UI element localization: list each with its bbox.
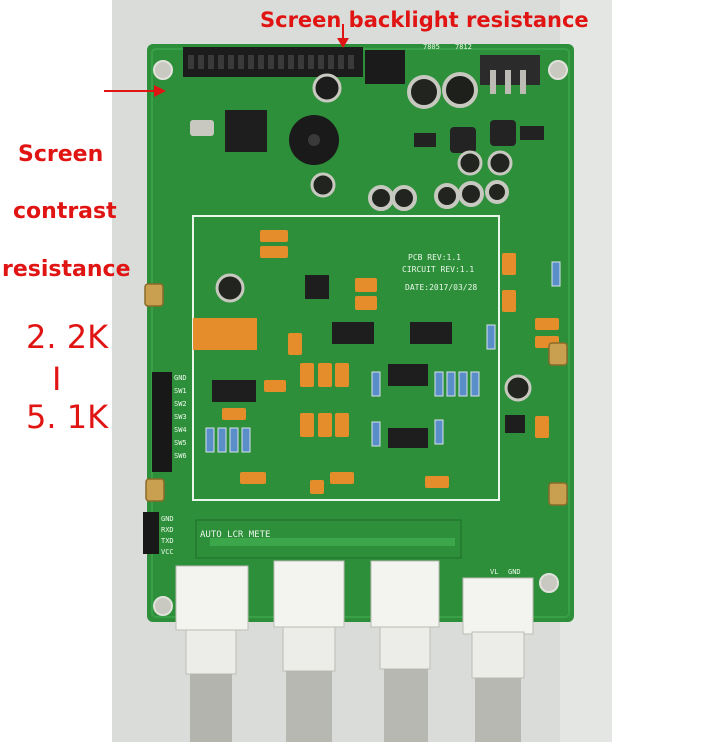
silk-date: DATE:2017/03/28 [405, 283, 477, 292]
mounting-hole [539, 573, 559, 593]
capacitor [487, 150, 513, 176]
silk-7812: 7812 [455, 43, 472, 51]
svg-text:TXD: TXD [161, 537, 174, 545]
silk-switch-pins: GND SW1 SW2 SW3 SW4 SW5 SW6 [174, 374, 187, 460]
arrow-down-icon [337, 38, 349, 48]
arrow-right-icon [154, 85, 166, 97]
silk-uart-pins: GND RXD TXD VCC [161, 515, 174, 556]
crystal [190, 120, 214, 136]
mounting-hole [153, 596, 173, 616]
backlight-resistance-label: Screen backlight resistance [260, 8, 589, 32]
capacitor [310, 172, 336, 198]
svg-text:SW3: SW3 [174, 413, 187, 421]
ic [414, 133, 436, 147]
standoffs [144, 283, 568, 506]
silk-bnc-gnd: GND [508, 568, 521, 576]
ic [505, 415, 525, 433]
svg-text:SW6: SW6 [174, 452, 187, 460]
contrast-label-line-2: contrast [13, 199, 117, 224]
inductor [490, 120, 516, 146]
switch-header [152, 372, 172, 472]
svg-text:SW1: SW1 [174, 387, 187, 395]
ic [388, 364, 428, 386]
power-jack [365, 50, 405, 84]
svg-text:SW2: SW2 [174, 400, 187, 408]
relay [193, 318, 257, 350]
ic [520, 126, 544, 140]
contrast-label-line-1: Screen [18, 142, 104, 167]
pcb-board: PCB REV:1.1 CIRCUIT REV:1.1 DATE:2017/03… [143, 43, 574, 742]
bnc-connector [370, 560, 440, 742]
svg-text:GND: GND [174, 374, 187, 382]
svg-text:RXD: RXD [161, 526, 174, 534]
ic [388, 428, 428, 448]
resistors [205, 261, 561, 453]
capacitor [407, 75, 441, 109]
resistance-value-max: 5. 1K [26, 398, 109, 436]
svg-text:SW5: SW5 [174, 439, 187, 447]
svg-text:SW4: SW4 [174, 426, 187, 434]
mounting-hole [153, 60, 173, 80]
bnc-connector [273, 560, 345, 742]
mounting-hole [548, 60, 568, 80]
bnc-connector [462, 577, 534, 742]
annotation-arrows [104, 24, 349, 97]
silk-bnc-vl: VL [490, 568, 498, 576]
silk-circuit-rev: CIRCUIT REV:1.1 [402, 265, 474, 274]
svg-text:VCC: VCC [161, 548, 174, 556]
silk-pcb-rev: PCB REV:1.1 [408, 253, 461, 262]
silk-product-name: AUTO LCR METE [200, 530, 270, 540]
capacitor [312, 73, 342, 103]
capacitor [215, 273, 245, 303]
ic [212, 380, 256, 402]
ic [410, 322, 452, 344]
svg-text:GND: GND [161, 515, 174, 523]
capacitor [457, 150, 483, 176]
resistance-range-separator: I [52, 360, 62, 398]
resistance-value-min: 2. 2K [26, 318, 109, 356]
uart-header [143, 512, 159, 554]
ic [332, 322, 374, 344]
contrast-label-line-3: resistance [2, 257, 131, 282]
inductor [450, 127, 476, 153]
silk-7805: 7805 [423, 43, 440, 51]
capacitor [442, 72, 478, 108]
bnc-connector [175, 565, 249, 742]
mcu-chip [225, 110, 267, 152]
capacitor [504, 374, 532, 402]
shield-outline [192, 215, 500, 501]
ic [305, 275, 329, 299]
